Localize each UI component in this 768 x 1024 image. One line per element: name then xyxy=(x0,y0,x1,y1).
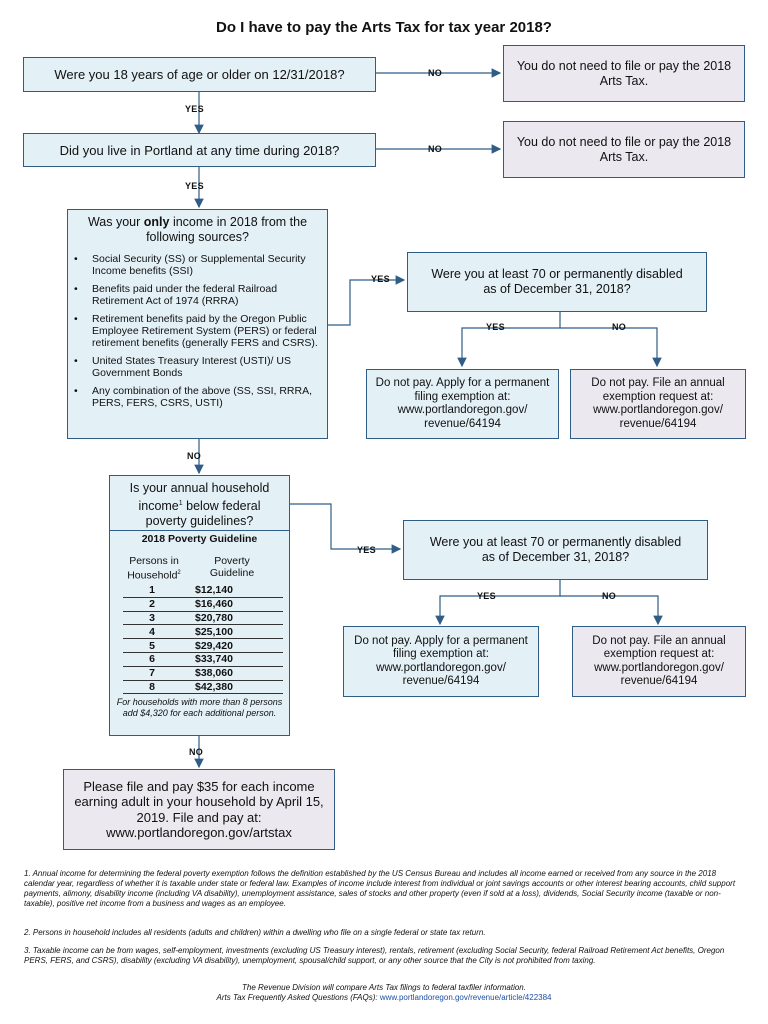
label-yes: YES xyxy=(185,104,204,114)
faq-link[interactable]: www.portlandoregon.gov/revenue/article/4… xyxy=(379,993,552,1002)
list-item: Retirement benefits paid by the Oregon P… xyxy=(72,313,327,349)
table-row: 1$12,140 xyxy=(123,584,283,598)
question-age-70-second: Were you at least 70 or permanently disa… xyxy=(403,520,708,580)
arrow-q6-yes xyxy=(435,580,561,626)
label-no: NO xyxy=(428,144,443,154)
income-sources-heading: Was your only income in 2018 from the fo… xyxy=(87,215,308,244)
label-no: NO xyxy=(187,451,202,461)
household-size: 2 xyxy=(123,597,181,612)
label-no: NO xyxy=(189,747,204,757)
footnote-2: 2. Persons in household includes all res… xyxy=(24,928,486,937)
arrow-q5-yes xyxy=(290,503,402,554)
household-size: 4 xyxy=(123,624,181,640)
guideline-amount: $25,100 xyxy=(181,624,283,640)
household-size: 3 xyxy=(123,611,181,626)
label-yes: YES xyxy=(371,274,390,284)
question-income-sources: Was your only income in 2018 from the fo… xyxy=(67,209,328,439)
table-row: 6$33,740 xyxy=(123,652,283,667)
page-title: Do I have to pay the Arts Tax for tax ye… xyxy=(216,19,552,36)
footnote-1: 1. Annual income for determining the fed… xyxy=(24,869,736,908)
list-item: Benefits paid under the federal Railroad… xyxy=(72,283,327,307)
result-annual-exemption-2: Do not pay. File an annual exemption req… xyxy=(572,626,746,697)
table-row: 5$29,420 xyxy=(123,638,283,653)
arrow-q3-yes xyxy=(328,275,406,326)
poverty-note: For households with more than 8 persons … xyxy=(116,697,283,718)
divider xyxy=(110,530,289,531)
label-no: NO xyxy=(602,591,617,601)
table-row: 8$42,380 xyxy=(123,680,283,695)
table-row: 2$16,460 xyxy=(123,597,283,612)
result-file-and-pay: Please file and pay $35 for each income … xyxy=(63,769,335,850)
poverty-col-persons: Persons in Household2 xyxy=(127,555,181,582)
household-size: 8 xyxy=(123,680,181,695)
question-age: Were you 18 years of age or older on 12/… xyxy=(23,57,376,92)
label-no: NO xyxy=(428,68,443,78)
question-poverty-guideline: Is your annual household income1 below f… xyxy=(109,475,290,736)
question-age-70-first: Were you at least 70 or permanently disa… xyxy=(407,252,707,312)
table-row: 4$25,100 xyxy=(123,624,283,640)
footer-faq: Arts Tax Frequently Asked Questions (FAQ… xyxy=(216,993,552,1002)
household-size: 7 xyxy=(123,666,181,681)
household-size: 5 xyxy=(123,638,181,653)
result-no-file-age: You do not need to file or pay the 2018 … xyxy=(503,45,745,102)
list-item: Any combination of the above (SS, SSI, R… xyxy=(72,385,327,409)
guideline-amount: $16,460 xyxy=(181,597,283,612)
label-yes: YES xyxy=(357,545,376,555)
guideline-amount: $38,060 xyxy=(181,666,283,681)
poverty-table-heading: 2018 Poverty Guideline xyxy=(141,533,258,545)
result-permanent-exemption-1: Do not pay. Apply for a permanent filing… xyxy=(366,369,559,439)
table-row: 3$20,780 xyxy=(123,611,283,626)
poverty-col-guideline: Poverty Guideline xyxy=(209,555,255,579)
household-size: 6 xyxy=(123,652,181,667)
list-item: United States Treasury Interest (USTI)/ … xyxy=(72,355,327,379)
footnote-3: 3. Taxable income can be from wages, sel… xyxy=(24,946,725,965)
result-no-file-portland: You do not need to file or pay the 2018 … xyxy=(503,121,745,178)
list-item: Social Security (SS) or Supplemental Sec… xyxy=(72,253,327,277)
label-yes: YES xyxy=(185,181,204,191)
label-no: NO xyxy=(612,322,627,332)
household-size: 1 xyxy=(123,584,181,598)
guideline-amount: $12,140 xyxy=(181,584,283,598)
label-yes: YES xyxy=(486,322,505,332)
arrow-q4-yes xyxy=(457,312,561,368)
arrow-q4-no xyxy=(560,327,662,368)
result-annual-exemption-1: Do not pay. File an annual exemption req… xyxy=(570,369,746,439)
guideline-amount: $20,780 xyxy=(181,611,283,626)
result-permanent-exemption-2: Do not pay. Apply for a permanent filing… xyxy=(343,626,539,697)
poverty-question-text: Is your annual household income1 below f… xyxy=(129,481,270,529)
income-sources-list: Social Security (SS) or Supplemental Sec… xyxy=(68,253,327,409)
guideline-amount: $33,740 xyxy=(181,652,283,667)
guideline-amount: $42,380 xyxy=(181,680,283,695)
arrow-q6-no xyxy=(560,595,663,626)
question-portland: Did you live in Portland at any time dur… xyxy=(23,133,376,167)
table-row: 7$38,060 xyxy=(123,666,283,681)
guideline-amount: $29,420 xyxy=(181,638,283,653)
footer-compare-note: The Revenue Division will compare Arts T… xyxy=(242,983,526,992)
label-yes: YES xyxy=(477,591,496,601)
